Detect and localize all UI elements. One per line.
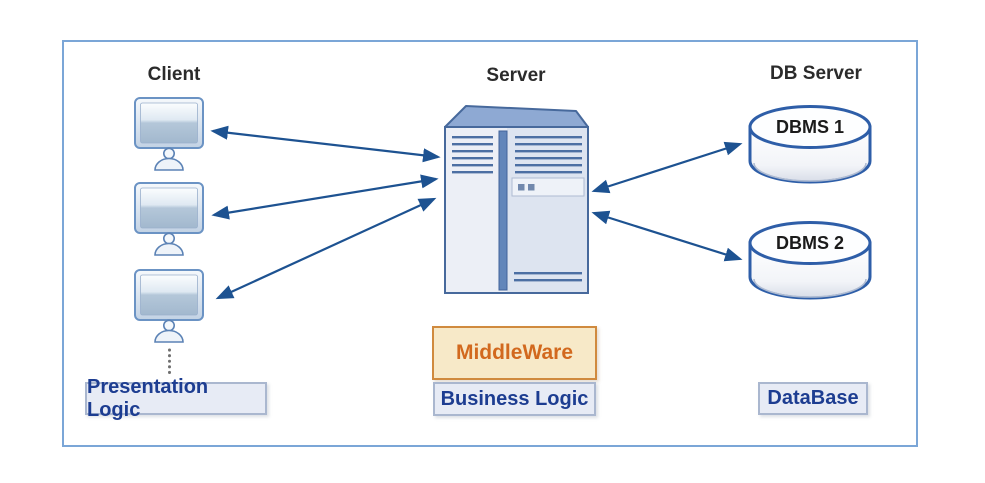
connection-arrows bbox=[210, 125, 743, 300]
arrow-server-dbms1 bbox=[591, 141, 743, 194]
server-bottom-slots bbox=[514, 272, 582, 282]
business-logic-box: Business Logic bbox=[433, 382, 596, 416]
server-vents-right bbox=[515, 136, 582, 174]
client-column-heading: Client bbox=[147, 64, 201, 85]
client-workstation-icon-2 bbox=[134, 182, 204, 256]
database-box: DataBase bbox=[758, 382, 868, 415]
middleware-label: MiddleWare bbox=[455, 341, 574, 364]
server-drive-panel bbox=[511, 177, 585, 197]
server-column-heading: Server bbox=[486, 65, 546, 86]
dbms1-cylinder-icon bbox=[748, 105, 872, 184]
presentation-logic-label: Presentation Logic bbox=[87, 375, 209, 421]
arrow-client2-server bbox=[211, 174, 439, 220]
dbms2-label: DBMS 2 bbox=[775, 233, 844, 253]
business-logic-label: Business Logic bbox=[440, 387, 589, 410]
server-tower-icon bbox=[444, 105, 589, 294]
database-label: DataBase bbox=[767, 387, 859, 409]
arrow-server-dbms2 bbox=[591, 210, 743, 262]
middleware-box: MiddleWare bbox=[432, 326, 597, 380]
dbms2-cylinder-icon bbox=[748, 221, 872, 300]
arrow-client1-server bbox=[210, 125, 441, 163]
server-vents-left bbox=[452, 136, 493, 174]
arrow-client3-server bbox=[215, 197, 437, 300]
dbms1-label: DBMS 1 bbox=[775, 117, 844, 137]
client-workstation-icon-1 bbox=[134, 97, 204, 171]
db-server-column-heading: DB Server bbox=[770, 63, 862, 84]
client-workstation-icon-3 bbox=[134, 269, 204, 343]
presentation-logic-box: Presentation Logic bbox=[85, 376, 267, 421]
